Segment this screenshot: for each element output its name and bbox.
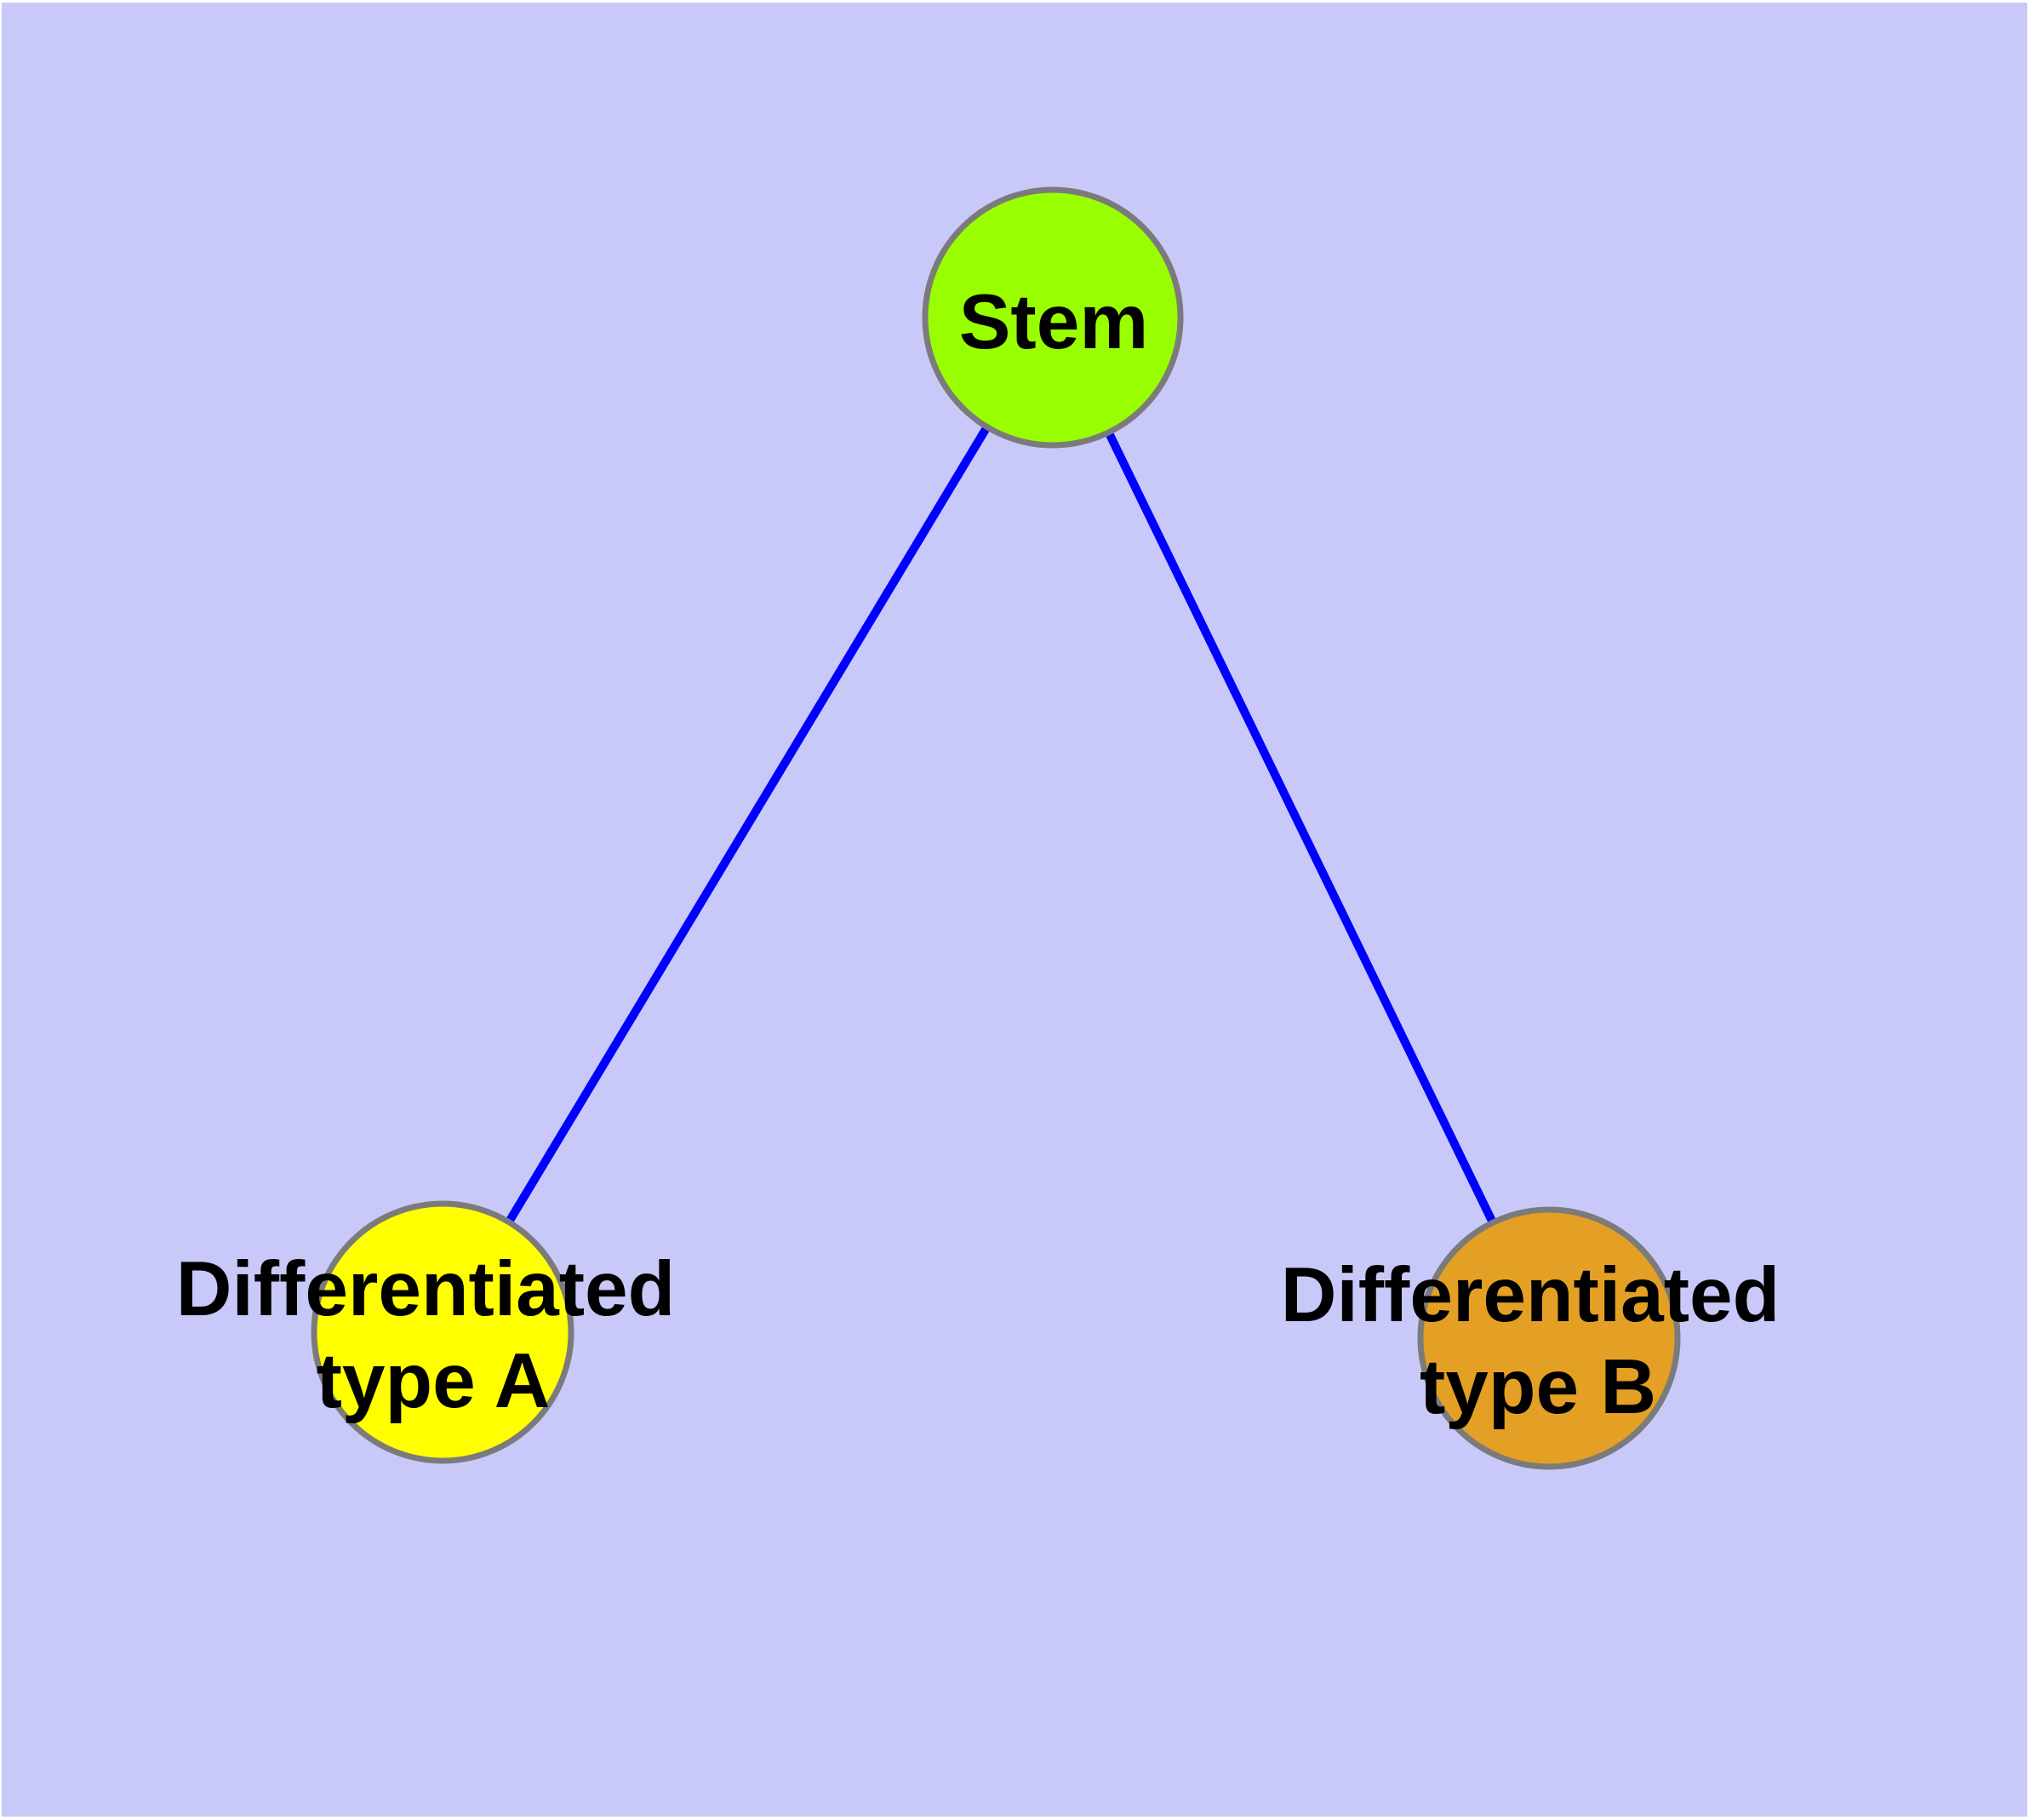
node-stem: Stem xyxy=(922,186,1184,449)
node-type-b-label-line1: Differentiated xyxy=(1281,1252,1780,1338)
node-type-a-circle xyxy=(311,1200,574,1464)
node-differentiated-type-b: Differentiated type B xyxy=(1281,1206,1780,1470)
node-differentiated-type-a: Differentiated type A xyxy=(176,1200,676,1464)
edge-stem-to-type-a xyxy=(438,315,1057,1335)
node-stem-label: Stem xyxy=(959,279,1149,365)
edge-stem-to-type-b xyxy=(1049,315,1553,1341)
node-type-a-label-line1: Differentiated xyxy=(176,1246,676,1332)
edge-group xyxy=(438,315,1553,1341)
node-type-a-label-line2: type A xyxy=(317,1338,551,1424)
node-type-b-circle xyxy=(1417,1206,1681,1470)
node-type-b-label-line2: type B xyxy=(1420,1344,1656,1430)
node-stem-circle xyxy=(922,186,1184,449)
